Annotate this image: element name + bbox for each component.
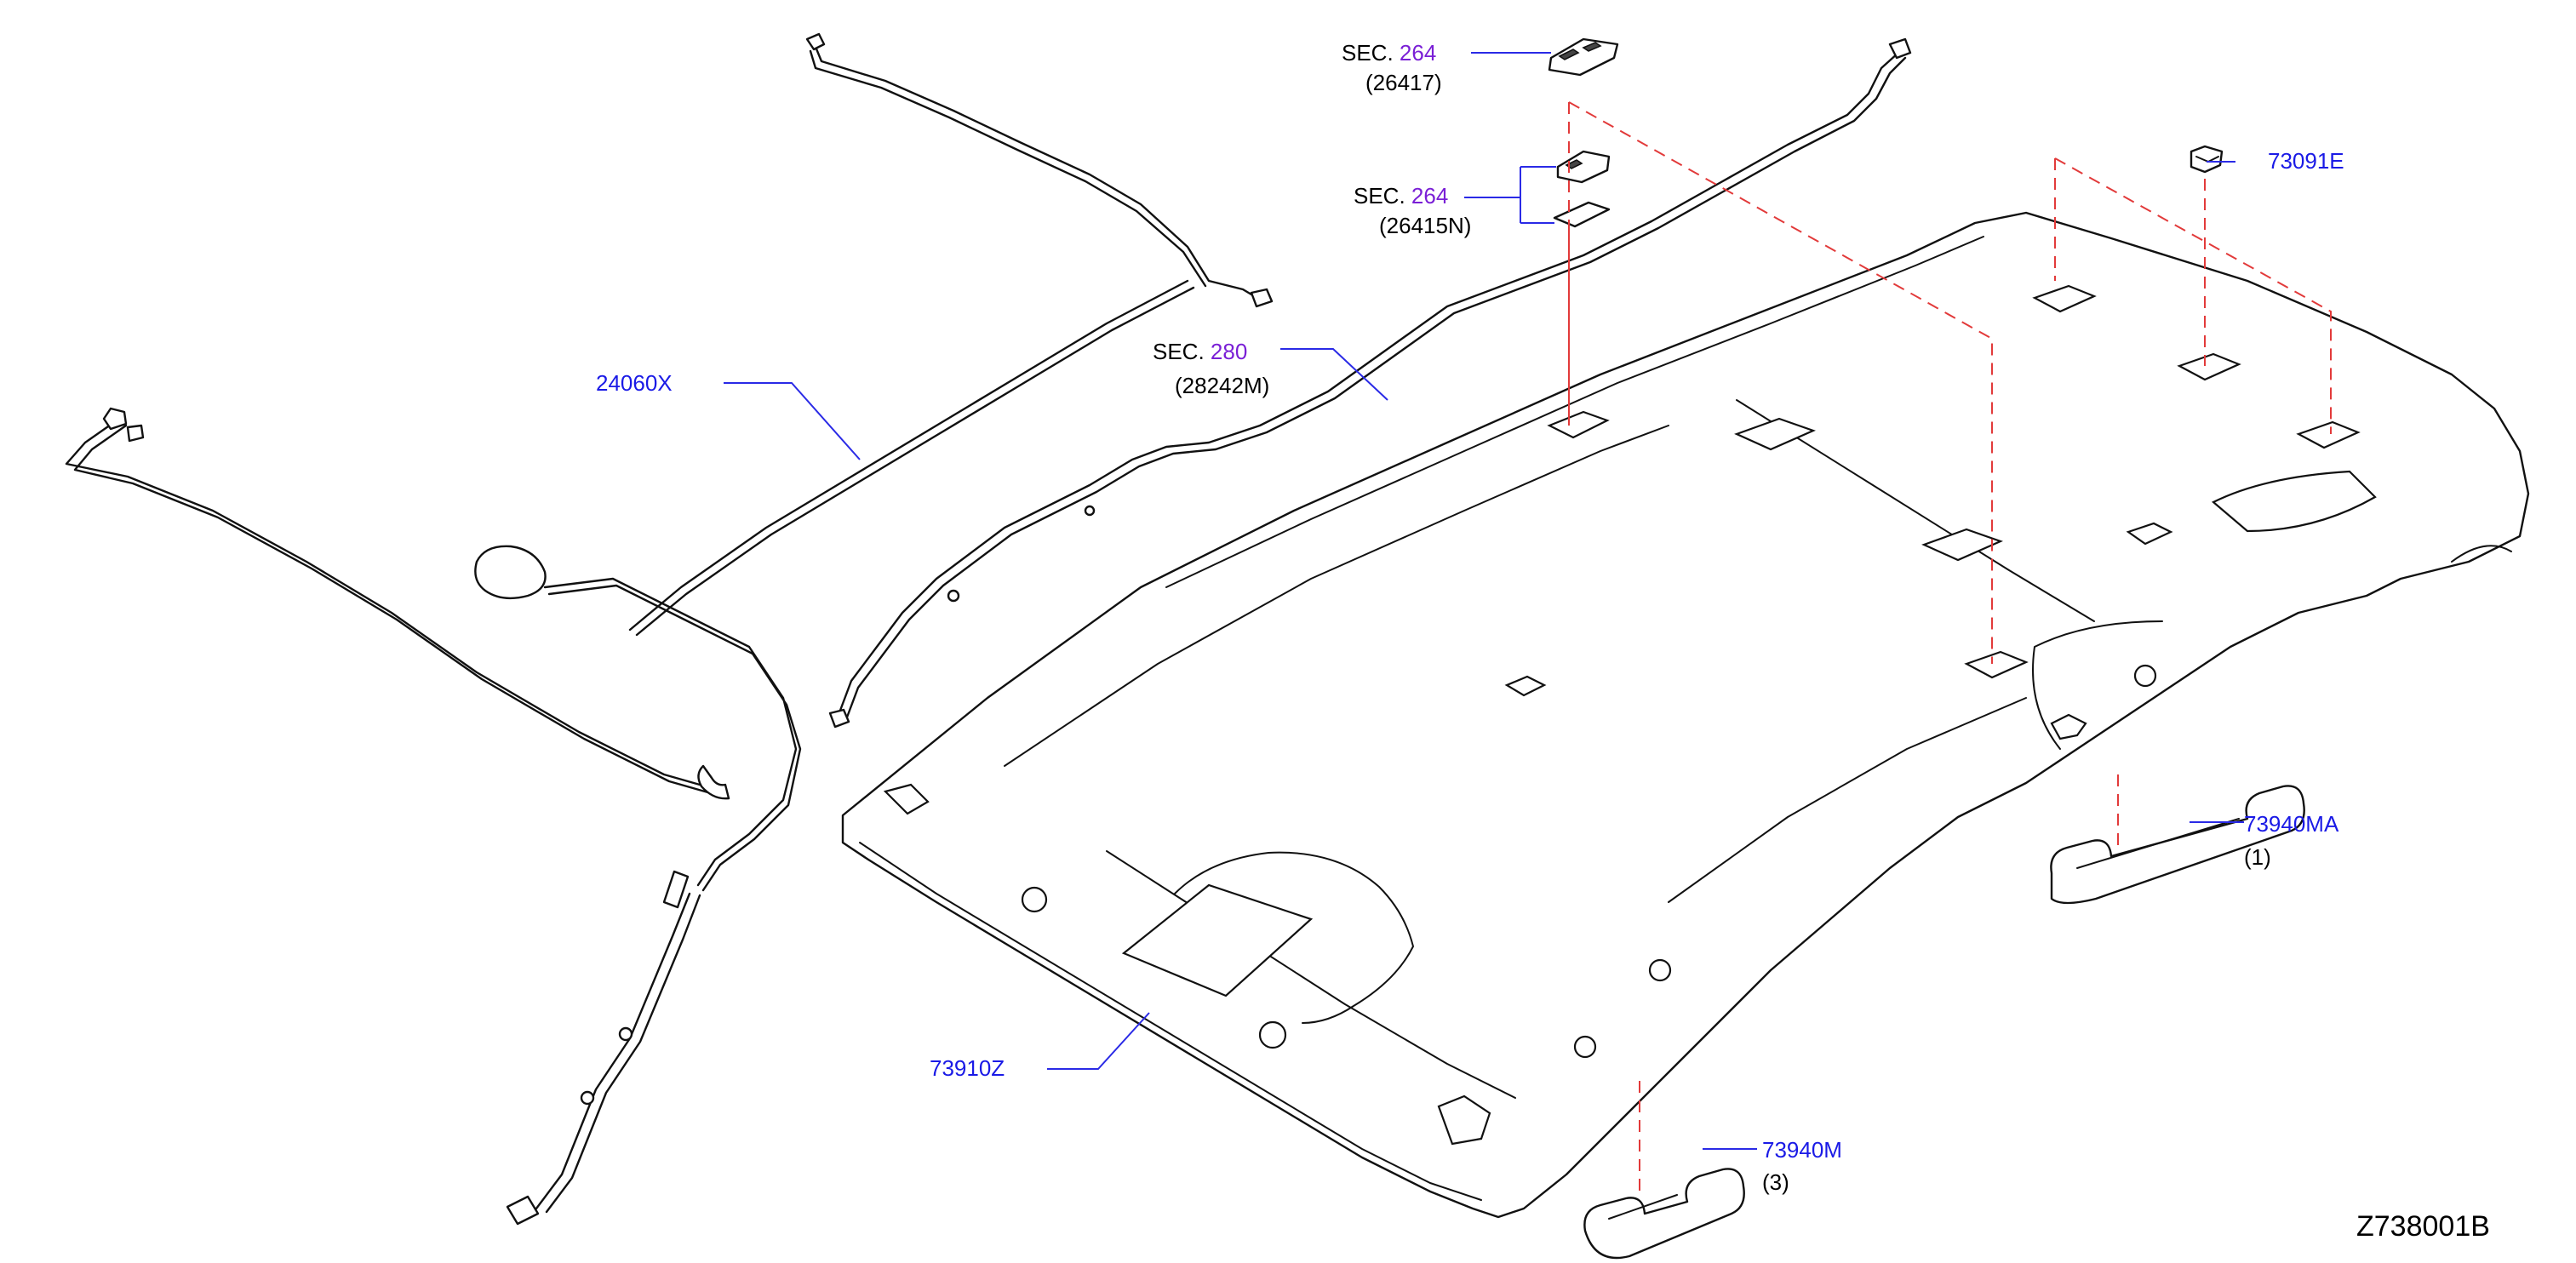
diagram-id: Z738001B (2356, 1212, 2490, 1241)
assist-grip-rear-icon (2050, 785, 2305, 905)
callout-part-73940ma[interactable]: 73940MA (2244, 811, 2338, 837)
headlining-panel-icon (841, 211, 2530, 1219)
part-number[interactable]: 73940M (1762, 1137, 1842, 1163)
part-quantity: (3) (1762, 1169, 1789, 1195)
callout-sec-264-top[interactable]: SEC. 264 (1342, 40, 1436, 66)
callout-sec-264-top-sub: (26417) (1365, 70, 1442, 95)
harness-wire-icon (65, 32, 1274, 1226)
sec-subpart: (26417) (1365, 70, 1442, 95)
callout-part-73940m[interactable]: 73940M (1762, 1137, 1842, 1163)
sec-number[interactable]: 280 (1210, 339, 1248, 364)
leader-lines (724, 52, 2244, 1150)
assist-grip-front-icon (1583, 1168, 1745, 1260)
room-lamp-icon (1553, 150, 1611, 228)
callout-part-73940ma-qty: (1) (2244, 844, 2271, 870)
dashed-guide-lines (1568, 101, 2332, 1192)
part-number[interactable]: 73910Z (930, 1055, 1005, 1081)
trim-clip-icon (2190, 145, 2224, 174)
callout-part-73091e[interactable]: 73091E (2268, 148, 2344, 174)
diagram-id-text: Z738001B (2356, 1210, 2490, 1243)
map-lamp-icon (1548, 37, 1619, 77)
callout-part-73940m-qty: (3) (1762, 1169, 1789, 1195)
sec-number[interactable]: 264 (1411, 183, 1449, 209)
part-number[interactable]: 73091E (2268, 148, 2344, 174)
callout-part-73910z[interactable]: 73910Z (930, 1055, 1005, 1081)
callout-part-24060x[interactable]: 24060X (596, 370, 673, 396)
part-quantity: (1) (2244, 844, 2271, 870)
antenna-cable-icon (828, 37, 1912, 729)
sec-prefix: SEC. (1153, 339, 1211, 364)
sec-subpart: (26415N) (1379, 213, 1472, 238)
sec-prefix: SEC. (1342, 40, 1400, 66)
part-number[interactable]: 24060X (596, 370, 673, 396)
part-number[interactable]: 73940MA (2244, 811, 2339, 837)
callout-sec-264-mid-sub: (26415N) (1379, 213, 1471, 238)
sec-number[interactable]: 264 (1399, 40, 1437, 66)
callout-sec-280-sub: (28242M) (1175, 373, 1269, 398)
sec-subpart: (28242M) (1175, 373, 1270, 398)
sec-prefix: SEC. (1354, 183, 1411, 209)
callout-sec-264-mid[interactable]: SEC. 264 (1354, 183, 1448, 209)
callout-sec-280[interactable]: SEC. 280 (1153, 339, 1247, 364)
